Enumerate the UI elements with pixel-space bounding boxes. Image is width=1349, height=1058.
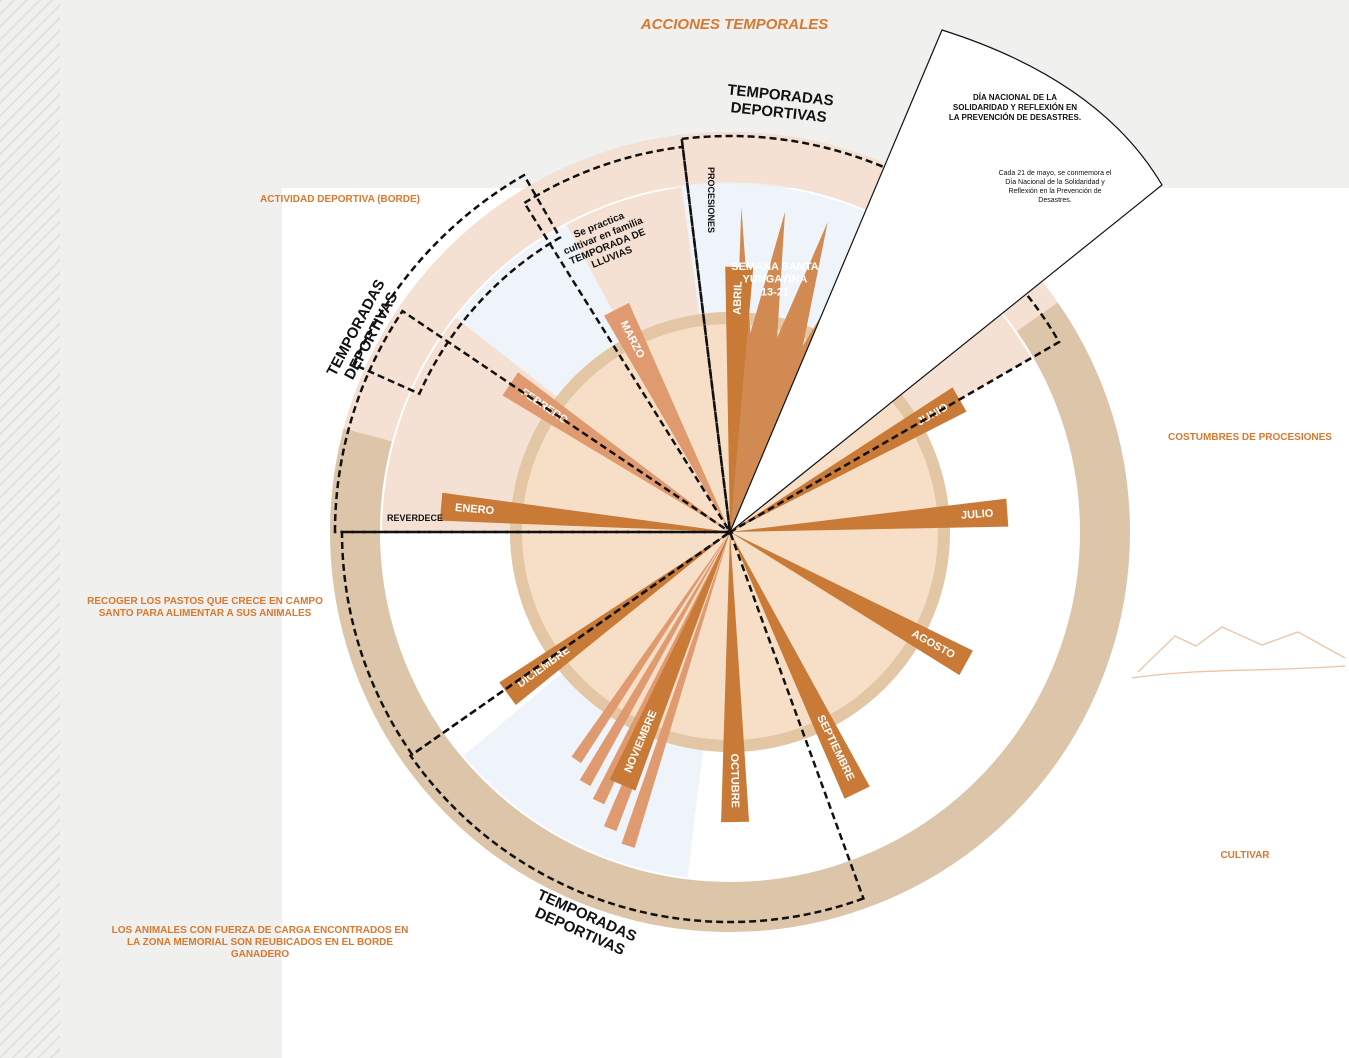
month-bar-abril: ABRIL [725, 266, 754, 532]
label-line: REVERDECE [387, 513, 443, 523]
month-bar-shape [730, 532, 870, 799]
label-line: YUNGAYINA [743, 274, 808, 286]
day-box-title-line: LA PREVENCIÓN DE DESASTRES. [949, 113, 1081, 122]
left-background-band [0, 0, 282, 1058]
month-bar-shape [604, 302, 730, 532]
november-ray [592, 532, 730, 805]
page-title: ACCIONES TEMPORALES [640, 16, 829, 33]
pale-zone-reverdece [382, 317, 557, 532]
label-temporadas-top: TEMPORADASDEPORTIVAS [725, 81, 835, 126]
month-bar-shape [730, 532, 973, 676]
left-hatch-texture [0, 0, 60, 1058]
month-bar-shape [730, 387, 967, 532]
day-box-body-line: Reflexión en la Prevención de [1008, 188, 1101, 195]
november-ray [571, 532, 730, 764]
label-line: 13-21 [761, 286, 789, 298]
zone-sur-outline [408, 530, 865, 924]
day-box-body: Cada 21 de mayo, se conmemora el Día Naci… [999, 170, 1112, 204]
month-bar-enero: ENERO [439, 492, 730, 532]
label-line: SEMANA SANTA [731, 261, 818, 273]
label-reverdece: REVERDECE [387, 513, 443, 523]
zone-deportivas-left-outline [351, 173, 562, 396]
month-label: ABRIL [731, 281, 744, 315]
day-box-body-line: Desastres. [1038, 197, 1072, 204]
month-label: JULIO [961, 507, 995, 521]
note-cultivar: CULTIVAR [1220, 850, 1270, 861]
note-actividad-deportiva: ACTIVIDAD DEPORTIVA (BORDE) [260, 194, 420, 205]
wheel-center [727, 529, 733, 535]
day-box-title-line: DÍA NACIONAL DE LA [973, 93, 1057, 102]
zone-lluvias-outline [522, 145, 732, 533]
note-animales-carga: LOS ANIMALES CON FUERZA DE CARGA ENCONTR… [111, 925, 409, 960]
day-box-callout [729, 29, 1163, 533]
month-bar-shape [730, 498, 1009, 532]
note-recoger-pastos: RECOGER LOS PASTOS QUE CRECE EN CAMPO SA… [87, 596, 323, 619]
month-bar-julio: JULIO [730, 498, 1009, 532]
month-bar-shape [725, 266, 754, 532]
november-ray [621, 532, 730, 848]
zone-reverdece-outline [333, 309, 735, 534]
label-line: PROCESIONES [706, 167, 716, 233]
month-bar-shape [502, 372, 730, 532]
day-box-body-line: Cada 21 de mayo, se conmemora el [999, 170, 1112, 177]
day-box-title-line: SOLIDARIDAD Y REFLEXIÓN EN [953, 103, 1077, 112]
month-bar-octubre: OCTUBRE [721, 532, 750, 823]
label-procesiones: PROCESIONES [706, 167, 716, 233]
month-label: ENERO [455, 502, 495, 517]
mountain-sketch-icon [1131, 626, 1346, 679]
zone-diciembre-outline [340, 530, 734, 757]
november-ray [579, 532, 730, 787]
month-label: OCTUBRE [728, 753, 741, 808]
month-bar-shape [721, 532, 750, 823]
day-box-body-line: Día Nacional de la Solidaridad y [1005, 179, 1105, 186]
month-bar-shape [609, 532, 730, 791]
note-costumbres-procesiones: COSTUMBRES DE PROCESIONES [1168, 432, 1332, 443]
month-bar-shape [439, 492, 730, 532]
pale-zone-lluvias [566, 187, 700, 338]
month-bar-shape [499, 532, 730, 705]
